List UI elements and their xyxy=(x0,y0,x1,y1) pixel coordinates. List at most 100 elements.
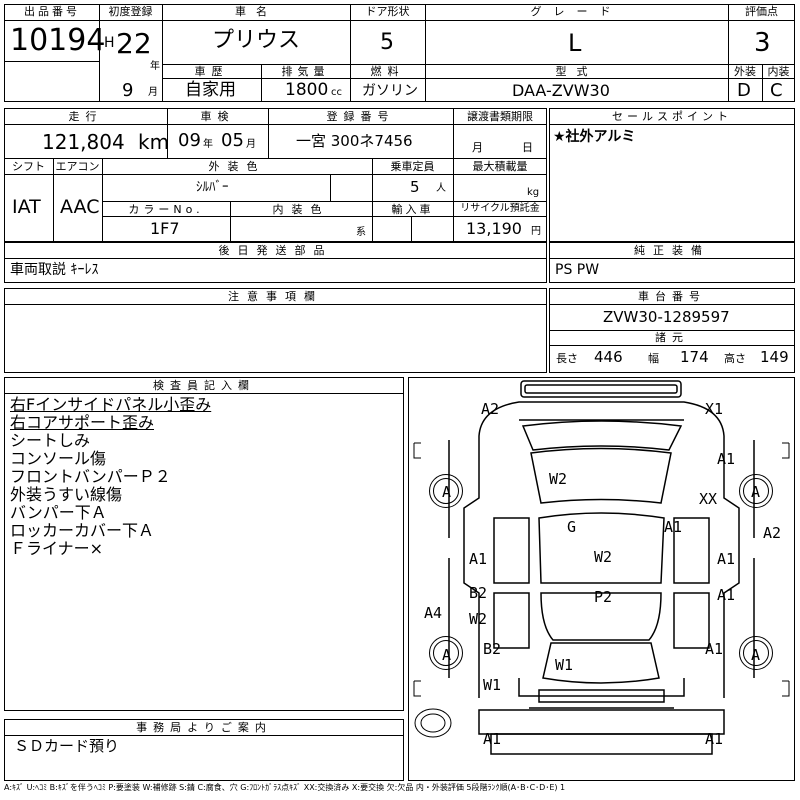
transfer-day: 日 xyxy=(522,141,533,154)
ext-label: 外装 xyxy=(734,65,756,78)
transfer-label: 譲渡書類期限 xyxy=(467,110,533,123)
shift: IAT xyxy=(12,196,41,218)
later-parts: 車両取説 ｷｰﾚｽ xyxy=(10,262,99,278)
inspector-box xyxy=(4,377,404,711)
damage-code: A1 xyxy=(717,586,736,604)
inspector-line: ロッカーカバー下Ａ xyxy=(10,521,155,540)
shift-label: シフト xyxy=(12,160,45,173)
damage-code: A1 xyxy=(717,550,736,568)
damage-code: W1 xyxy=(555,656,574,674)
color-no-label: カラーNo. xyxy=(128,203,204,216)
inspector-line: Ｆライナー× xyxy=(10,539,104,558)
tire-front-right xyxy=(739,474,773,508)
reg-month-unit: 月 xyxy=(148,87,158,98)
equipment: PS PW xyxy=(555,262,600,278)
damage-code: A1 xyxy=(483,730,502,748)
damage-code: A1 xyxy=(664,518,683,536)
interior-color-unit: 系 xyxy=(356,227,366,238)
reg-year-unit: 年 xyxy=(150,61,160,72)
fuel: ガソリン xyxy=(362,83,418,99)
import-label: 輸入車 xyxy=(391,203,434,216)
selling-box xyxy=(549,108,795,242)
later-parts-box xyxy=(4,242,547,283)
damage-code: XX xyxy=(699,490,718,508)
tire-code: A xyxy=(751,483,761,501)
caution-box xyxy=(4,288,547,373)
damage-code: B2 xyxy=(469,584,488,602)
first-reg-label: 初度登録 xyxy=(108,5,153,18)
damage-code: A2 xyxy=(481,400,500,418)
color-no: 1F7 xyxy=(150,219,180,238)
exterior-color: ｼﾙﾊﾞｰ xyxy=(196,180,229,195)
mileage-unit: km xyxy=(138,130,170,154)
ac: AAC xyxy=(60,196,100,218)
plate: 一宮 300ネ7456 xyxy=(296,132,413,150)
damage-code: A1 xyxy=(469,550,488,568)
damage-code: G xyxy=(567,518,577,536)
damage-code: A4 xyxy=(424,604,443,622)
car-outline xyxy=(413,380,790,755)
grade: L xyxy=(568,29,582,57)
inspector-line: 右コアサポート歪み xyxy=(10,413,155,432)
lot-label: 出品番号 xyxy=(24,5,80,18)
exterior-color-label: 外装色 xyxy=(208,160,266,173)
inspector-line: 右Fインサイドパネル小歪み xyxy=(10,395,212,414)
capacity-unit: 人 xyxy=(436,183,446,194)
insp-year: 09 xyxy=(178,130,201,151)
damage-code: X1 xyxy=(705,400,724,418)
car-name: プリウス xyxy=(212,28,301,53)
score-label: 評価点 xyxy=(745,5,778,18)
length-label: 長さ xyxy=(556,352,578,365)
reg-month: 9 xyxy=(122,80,134,101)
inspector-line: フロントバンパーＰ２ xyxy=(10,467,171,486)
damage-code: P2 xyxy=(594,588,613,606)
damage-code: A2 xyxy=(763,524,782,542)
tire-code: A xyxy=(442,483,452,501)
dims-label: 諸元 xyxy=(655,331,689,344)
damage-code: B2 xyxy=(483,640,502,658)
tire-code: A xyxy=(751,646,761,664)
tire-front-left xyxy=(429,474,463,508)
width: 174 xyxy=(680,348,709,366)
office-box xyxy=(4,719,404,781)
inspection-label: 車検 xyxy=(200,110,235,123)
recycle-unit: 円 xyxy=(531,226,541,237)
selling-label: セールスポイント xyxy=(612,110,732,123)
recycle: 13,190 xyxy=(466,219,522,238)
car-name-label: 車名 xyxy=(235,5,277,18)
damage-code: A1 xyxy=(705,640,724,658)
load-label: 最大積載量 xyxy=(472,160,528,173)
interior-color-label: 内装色 xyxy=(272,203,330,216)
displacement-unit: cc xyxy=(331,87,342,98)
info-box xyxy=(4,108,547,242)
legend: A:ｷｽﾞ U:ﾍｺﾐ B:ｷｽﾞを伴うﾍｺﾐ P:要塗装 W:補修跡 S:錆 … xyxy=(4,783,566,792)
damage-code: A1 xyxy=(717,450,736,468)
damage-code: W2 xyxy=(549,470,568,488)
insp-month: 05 xyxy=(221,130,244,151)
doors: 5 xyxy=(380,30,394,55)
office-note: ＳＤカード預り xyxy=(14,737,120,755)
capacity: 5 xyxy=(410,178,420,196)
caution-label: 注意事項欄 xyxy=(228,290,323,303)
grade-label: グレード xyxy=(530,5,623,18)
height: 149 xyxy=(760,348,789,366)
equipment-label: 純正装備 xyxy=(634,244,710,257)
reg-year: 22 xyxy=(116,27,152,60)
office-label: 事務局よりご案内 xyxy=(136,721,272,734)
mileage: 121,804 xyxy=(42,130,125,154)
header-box xyxy=(4,4,795,102)
history: 自家用 xyxy=(185,80,236,100)
era-prefix: H xyxy=(104,35,115,51)
history-label: 車歴 xyxy=(194,65,229,78)
ac-label: エアコン xyxy=(55,160,100,173)
plate-label: 登録番号 xyxy=(326,110,395,123)
recycle-label: リサイクル預託金 xyxy=(460,203,540,214)
height-label: 高さ xyxy=(724,352,746,365)
model-label: 型式 xyxy=(555,65,598,78)
capacity-label: 乗車定員 xyxy=(390,160,435,173)
mileage-label: 走行 xyxy=(68,110,103,123)
insp-month-unit: 月 xyxy=(246,139,256,150)
equipment-box xyxy=(549,242,795,283)
load-unit: kg xyxy=(527,187,540,198)
inspector-label: 検査員記入欄 xyxy=(153,379,255,392)
